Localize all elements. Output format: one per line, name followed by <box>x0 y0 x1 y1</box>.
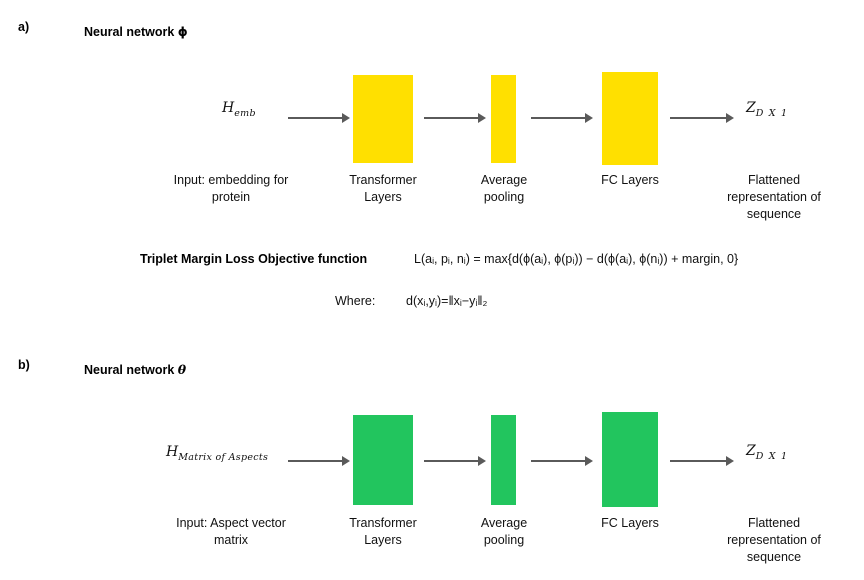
phi-symbol: ϕ <box>177 24 188 39</box>
arrow-head-icon <box>342 456 350 466</box>
panel-a-fc-block <box>602 72 658 165</box>
loss-function-label: Triplet Margin Loss Objective function <box>140 252 368 266</box>
arrow-head-icon <box>478 113 486 123</box>
arrow-shaft <box>288 459 342 463</box>
caption-line: Layers <box>364 190 402 204</box>
caption-line: Flattened <box>747 173 801 187</box>
panel-a-input-var-subscript: emb <box>234 107 256 119</box>
arrow-shaft <box>670 116 726 120</box>
arrow-shaft <box>424 459 478 463</box>
arrow-shaft <box>670 459 726 463</box>
arrow-head-icon <box>342 113 350 123</box>
panel-b-input-var-base: H <box>166 444 179 460</box>
arrow-shaft <box>424 116 478 120</box>
arrow-head-icon <box>585 456 593 466</box>
panel-a-input-variable: Hemb <box>222 100 256 119</box>
panel-a-output-var-base: Z <box>746 100 756 116</box>
distance-formula-text: d(xᵢ,yᵢ)=‖xᵢ−yᵢ‖₂ <box>406 294 488 308</box>
distance-formula: d(xᵢ,yᵢ)=‖xᵢ−yᵢ‖₂ <box>406 294 487 308</box>
panel-b-caption-transformer: Transformer Layers <box>333 515 433 549</box>
where-label: Where: <box>335 294 376 308</box>
arrow-head-icon <box>478 456 486 466</box>
panel-a-output-variable: ZD X 1 <box>746 100 788 119</box>
panel-a-title-text: Neural network <box>84 25 175 39</box>
panel-a-caption-input: Input: embedding for protein <box>150 172 312 206</box>
caption-line: representation of <box>727 533 821 547</box>
arrow-shaft <box>531 116 585 120</box>
caption-line: matrix <box>213 533 249 547</box>
caption-line: protein <box>211 190 251 204</box>
caption-line: Layers <box>364 533 402 547</box>
panel-b-letter: b) <box>18 358 30 372</box>
arrow-head-icon <box>585 113 593 123</box>
caption-line: pooling <box>483 533 525 547</box>
panel-b-arrow-2 <box>424 455 486 467</box>
caption-line: Transformer <box>349 516 417 530</box>
caption-line: Input: Aspect vector <box>176 516 286 530</box>
arrow-head-icon <box>726 113 734 123</box>
caption-line: Input: embedding for <box>173 173 289 187</box>
caption-line: Flattened <box>747 516 801 530</box>
panel-b-title: Neural network θ <box>84 362 186 377</box>
caption-line: FC Layers <box>601 516 659 530</box>
panel-b-input-variable: HMatrix of Aspects <box>166 444 268 463</box>
panel-a-letter: a) <box>18 20 30 34</box>
caption-line: FC Layers <box>601 173 659 187</box>
caption-line: Average <box>480 173 528 187</box>
panel-b-caption-output: Flattened representation of sequence <box>710 515 838 566</box>
caption-line: representation of <box>727 190 821 204</box>
panel-b-output-variable: ZD X 1 <box>746 443 788 462</box>
panel-a-caption-avgpool: Average pooling <box>462 172 546 206</box>
panel-a-arrow-3 <box>531 112 593 124</box>
caption-line: sequence <box>746 550 802 564</box>
arrow-shaft <box>288 116 342 120</box>
panel-b-transformer-block <box>353 415 413 505</box>
arrow-head-icon <box>726 456 734 466</box>
theta-symbol: θ <box>177 362 187 377</box>
panel-b-avgpool-block <box>491 415 516 505</box>
panel-b-arrow-1 <box>288 455 350 467</box>
panel-b-caption-fc: FC Layers <box>590 515 670 532</box>
arrow-shaft <box>531 459 585 463</box>
panel-b-caption-avgpool: Average pooling <box>462 515 546 549</box>
panel-a-output-var-subscript: D X 1 <box>755 107 789 119</box>
panel-b-output-var-base: Z <box>746 443 756 459</box>
panel-a-arrow-2 <box>424 112 486 124</box>
loss-formula-text: L(aᵢ, pᵢ, nᵢ) = max{d(ϕ(aᵢ), ϕ(pᵢ)) − d(… <box>414 252 739 266</box>
panel-b-caption-input: Input: Aspect vector matrix <box>150 515 312 549</box>
panel-a-input-var-base: H <box>222 100 235 116</box>
panel-b-fc-block <box>602 412 658 507</box>
panel-b-title-text: Neural network <box>84 363 175 377</box>
panel-a-caption-fc: FC Layers <box>590 172 670 189</box>
panel-a-arrow-1 <box>288 112 350 124</box>
panel-a-caption-output: Flattened representation of sequence <box>710 172 838 223</box>
panel-b-output-var-subscript: D X 1 <box>755 450 789 462</box>
panel-b-arrow-4 <box>670 455 734 467</box>
caption-line: Average <box>480 516 528 530</box>
panel-a-caption-transformer: Transformer Layers <box>333 172 433 206</box>
panel-b-input-var-subscript: Matrix of Aspects <box>178 451 269 463</box>
caption-line: sequence <box>746 207 802 221</box>
caption-line: Transformer <box>349 173 417 187</box>
loss-function-formula: L(aᵢ, pᵢ, nᵢ) = max{d(ϕ(aᵢ), ϕ(pᵢ)) − d(… <box>414 252 738 266</box>
panel-a-arrow-4 <box>670 112 734 124</box>
panel-a-avgpool-block <box>491 75 516 163</box>
panel-a-transformer-block <box>353 75 413 163</box>
panel-a-title: Neural network ϕ <box>84 24 188 39</box>
panel-b-arrow-3 <box>531 455 593 467</box>
caption-line: pooling <box>483 190 525 204</box>
